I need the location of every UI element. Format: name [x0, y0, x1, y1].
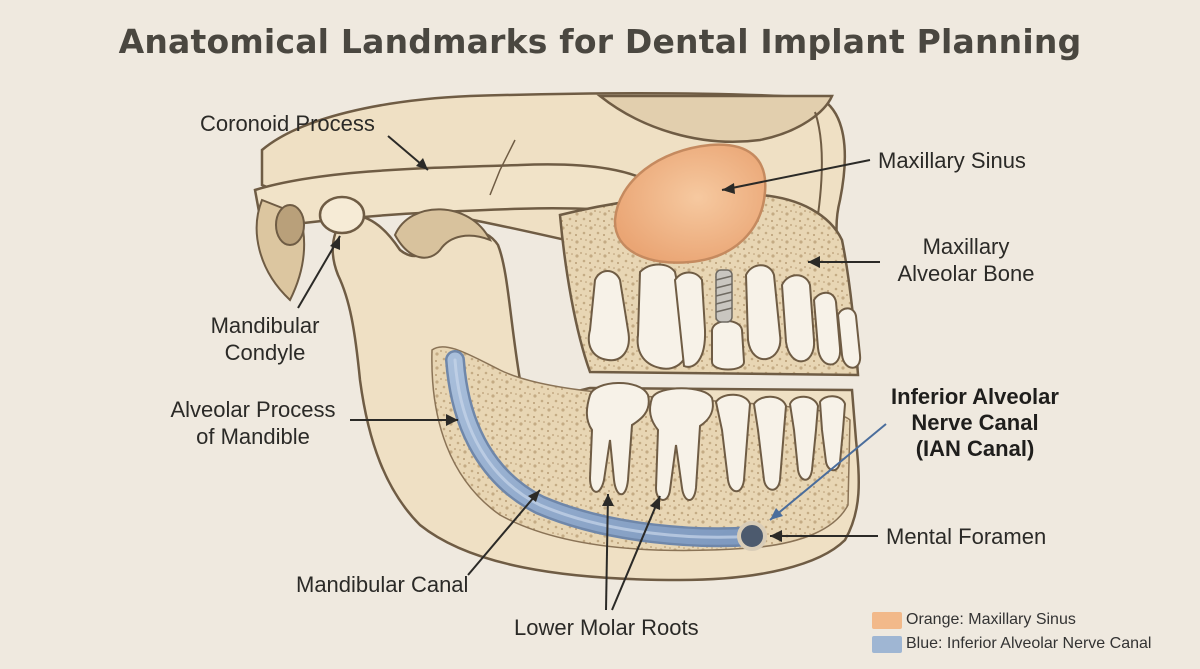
eye-orbit [596, 94, 834, 144]
legend-swatch-orange [872, 611, 902, 629]
upper-teeth [587, 263, 862, 371]
label-mandibular-canal: Mandibular Canal [296, 572, 469, 597]
legend-item-sinus: Orange: Maxillary Sinus [872, 608, 1151, 632]
label-coronoid-process: Coronoid Process [200, 111, 375, 136]
legend: Orange: Maxillary Sinus Blue: Inferior A… [872, 608, 1151, 656]
label-mandibular-condyle: Mandibular Condyle [210, 313, 320, 365]
implant-screw [715, 269, 733, 323]
legend-item-nerve: Blue: Inferior Alveolar Nerve Canal [872, 632, 1151, 656]
condyle-shape [318, 195, 366, 235]
label-maxillary-alveolar-bone: Maxillary Alveolar Bone [897, 234, 1035, 286]
maxillary-sinus-shape [613, 143, 767, 264]
leader-lines [297, 135, 887, 611]
arrowheads [330, 158, 820, 542]
label-alveolar-process-mandible: Alveolar Process of Mandible [170, 397, 336, 449]
mental-foramen-shape [737, 521, 767, 551]
label-ian-canal: Inferior Alveolar Nerve Canal (IAN Canal… [891, 384, 1059, 461]
label-maxillary-sinus: Maxillary Sinus [878, 148, 1026, 173]
label-mental-foramen: Mental Foramen [886, 524, 1047, 549]
label-lower-molar-roots: Lower Molar Roots [514, 615, 699, 640]
lower-teeth [585, 382, 847, 501]
page-title: Anatomical Landmarks for Dental Implant … [118, 22, 1082, 61]
legend-swatch-blue [872, 635, 902, 653]
